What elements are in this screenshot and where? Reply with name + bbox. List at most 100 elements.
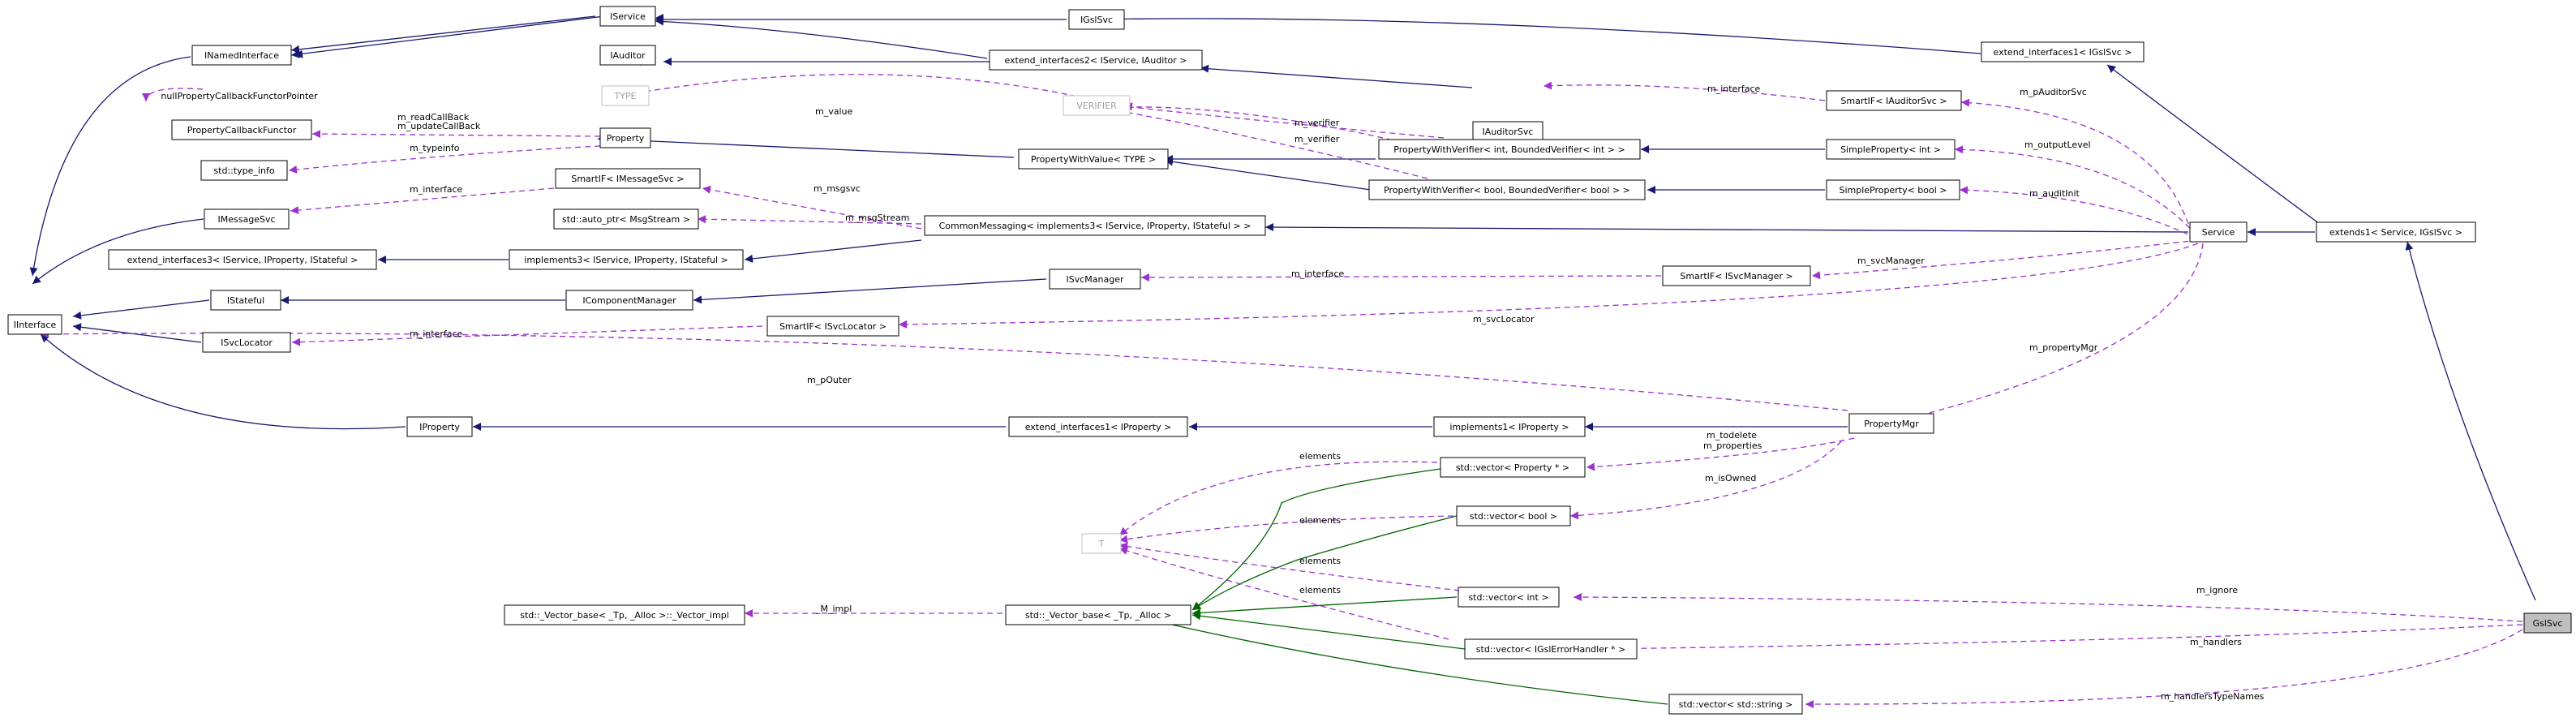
class-node-std-type-info[interactable]: std::type_info: [200, 160, 288, 181]
class-node-isvclocator[interactable]: ISvcLocator: [202, 332, 291, 353]
class-node-isvcmanager[interactable]: ISvcManager: [1049, 269, 1141, 290]
edge-label: m_interface: [1707, 84, 1761, 94]
edge-inherit: [40, 333, 406, 430]
node-label: GslSvc: [2533, 618, 2563, 629]
class-node-vector-impl[interactable]: std::_Vector_base< _Tp, _Alloc >::_Vecto…: [504, 604, 745, 625]
class-node-imessagesvc[interactable]: IMessageSvc: [204, 208, 290, 230]
node-box: [555, 168, 701, 189]
class-node-service[interactable]: Service: [2189, 221, 2248, 243]
class-node-iinterface[interactable]: IInterface: [7, 314, 62, 335]
class-node-vector-int[interactable]: std::vector< int >: [1458, 587, 1560, 608]
class-node-vector-string[interactable]: std::vector< std::string >: [1668, 694, 1803, 715]
node-label: std::_Vector_base< _Tp, _Alloc >::_Vecto…: [520, 610, 729, 621]
node-label: std::vector< std::string >: [1679, 699, 1793, 710]
node-box: [1456, 505, 1571, 526]
edge-label: m_pOuter: [807, 375, 852, 385]
node-box: [989, 49, 1203, 71]
class-node-extend-interfaces2[interactable]: extend_interfaces2< IService, IAuditor >: [989, 49, 1203, 71]
edge-inherit: [693, 278, 1047, 304]
edge-usage: [697, 215, 922, 225]
edge-inherit: [655, 13, 664, 22]
node-label: PropertyWithVerifier< int, BoundedVerifi…: [1393, 144, 1625, 155]
class-node-smartif-imessagesvc[interactable]: SmartIF< IMessageSvc >: [555, 168, 701, 189]
node-label: nullPropertyCallbackFunctorPointer: [161, 91, 318, 101]
edge-inherit: [597, 135, 1015, 158]
class-node-extend-interfaces1-iproperty[interactable]: extend_interfaces1< IProperty >: [1008, 416, 1188, 437]
class-node-smartif-iauditorsvc[interactable]: SmartIF< IAuditorSvc >: [1826, 90, 1962, 111]
edge-label: m_svcLocator: [1473, 314, 1535, 324]
class-node-iauditor[interactable]: IAuditor: [599, 45, 656, 66]
class-node-verifier[interactable]: VERIFIER: [1063, 95, 1131, 116]
class-node-smartif-isvclocator[interactable]: SmartIF< ISvcLocator >: [766, 316, 899, 337]
edge-label: m_ignore: [2196, 585, 2238, 595]
class-node-icomponentmanager[interactable]: IComponentManager: [565, 290, 693, 311]
node-box: [210, 290, 281, 311]
class-node-pwv-bool[interactable]: PropertyWithVerifier< bool, BoundedVerif…: [1368, 179, 1646, 200]
class-node-implements1-iproperty[interactable]: implements1< IProperty >: [1433, 416, 1586, 437]
node-label: Service: [2202, 227, 2235, 238]
class-node-extends1[interactable]: extends1< Service, IGslSvc >: [2316, 221, 2476, 243]
class-node-iservice[interactable]: IService: [599, 6, 656, 27]
edge-label: m_propertyMgr: [2029, 342, 2098, 353]
edge-inherit: [1164, 157, 1372, 191]
class-node-iauditorsvc[interactable]: IAuditorSvc: [1472, 121, 1543, 142]
class-node-propertycallbackfunctor[interactable]: PropertyCallbackFunctor: [171, 119, 312, 140]
node-label: std::vector< bool >: [1470, 511, 1557, 522]
edge-inherit: [744, 239, 922, 263]
edge-template: [1143, 616, 1668, 705]
class-node-property[interactable]: Property: [599, 127, 651, 148]
node-box: [1440, 457, 1586, 478]
class-node-iproperty[interactable]: IProperty: [406, 416, 473, 437]
edge-usage: [702, 185, 922, 230]
node-box: [1433, 416, 1586, 437]
class-node-commonmessaging[interactable]: CommonMessaging< implements3< IService, …: [924, 215, 1266, 236]
class-node-vector-base[interactable]: std::_Vector_base< _Tp, _Alloc >: [1005, 604, 1191, 625]
node-label: IService: [610, 11, 646, 22]
class-node-propertymgr[interactable]: PropertyMgr: [1848, 413, 1934, 434]
edge-usage: [1543, 81, 1826, 101]
class-node-pwv-int[interactable]: PropertyWithVerifier< int, BoundedVerifi…: [1378, 139, 1641, 160]
edge-usage: [1959, 186, 2197, 239]
class-node-extend-interfaces1-igslsvc[interactable]: extend_interfaces1< IGslSvc >: [1981, 41, 2145, 62]
class-node-extend-interfaces3[interactable]: extend_interfaces3< IService, IProperty,…: [108, 249, 377, 270]
edge-label: m_msgsvc: [814, 183, 861, 194]
edge-label: m_interface: [1291, 269, 1345, 279]
class-node-inamedinterface[interactable]: INamedInterface: [191, 45, 292, 66]
edge-template: [1191, 612, 1466, 650]
edge-label: elements: [1299, 585, 1341, 595]
class-node-smartif-isvcmanager[interactable]: SmartIF< ISvcManager >: [1662, 265, 1811, 286]
edge-inherit: [655, 17, 988, 59]
class-node-vector-property[interactable]: std::vector< Property * >: [1440, 457, 1586, 478]
node-box: [1018, 148, 1169, 170]
edge-inherit: [2405, 241, 2536, 601]
node-box: [504, 604, 745, 625]
class-node-propertywithvalue[interactable]: PropertyWithValue< TYPE >: [1018, 148, 1169, 170]
edge-inherit: [1091, 15, 1981, 54]
edge-label: m_interface: [410, 184, 463, 195]
node-label: IGslSvc: [1080, 15, 1113, 25]
class-node-type[interactable]: TYPE: [601, 85, 650, 106]
class-node-istateful[interactable]: IStateful: [210, 290, 281, 311]
node-box: [108, 249, 377, 270]
edge-label: m_interface: [410, 329, 463, 339]
class-node-igslsvc[interactable]: IGslSvc: [1068, 9, 1125, 30]
node-box: [1464, 638, 1638, 660]
class-node-t[interactable]: T: [1081, 533, 1122, 554]
edge-inherit: [2106, 64, 2321, 225]
class-node-gslsvc[interactable]: GslSvc: [2523, 612, 2572, 634]
node-label: ISvcManager: [1066, 274, 1123, 285]
edge-template: [1191, 468, 1441, 611]
node-box: [599, 127, 651, 148]
class-node-implements3[interactable]: implements3< IService, IProperty, IState…: [509, 249, 744, 270]
edge-label: m_auditInit: [2029, 188, 2080, 199]
class-node-simpleproperty-int[interactable]: SimpleProperty< int >: [1826, 139, 1956, 160]
class-node-vector-bool[interactable]: std::vector< bool >: [1456, 505, 1571, 526]
class-node-vector-igslerrorhandler[interactable]: std::vector< IGslErrorHandler * >: [1464, 638, 1638, 660]
edge-usage: [1960, 98, 2189, 225]
node-label: INamedInterface: [204, 50, 279, 61]
class-node-simpleproperty-bool[interactable]: SimpleProperty< bool >: [1826, 179, 1960, 200]
edge-label: m_readCallBack: [397, 112, 470, 122]
node-label: extends1< Service, IGslSvc >: [2329, 227, 2462, 238]
class-node-auto-ptr-msgstream[interactable]: std::auto_ptr< MsgStream >: [553, 208, 699, 230]
node-label: SmartIF< IAuditorSvc >: [1840, 96, 1947, 106]
